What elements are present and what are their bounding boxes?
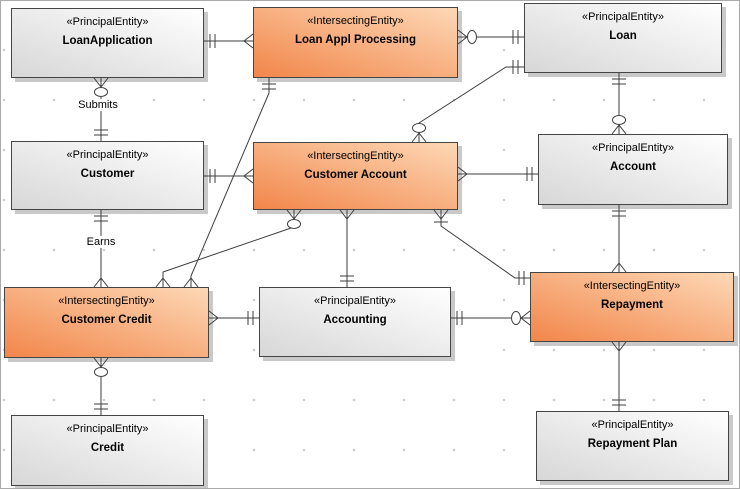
entity-loan[interactable]: «PrincipalEntity» Loan [524,3,722,73]
connector-customercredit-credit[interactable] [93,357,109,415]
entity-name: Loan [609,30,637,42]
entity-stereotype: «PrincipalEntity» [314,295,396,307]
entity-name: Repayment [601,299,663,311]
entity-stereotype: «IntersectingEntity» [307,15,404,27]
entity-customer[interactable]: «PrincipalEntity» Customer [11,141,204,210]
entity-account[interactable]: «PrincipalEntity» Account [538,134,728,205]
connector-customeraccount-accounting[interactable] [339,209,355,287]
entity-name: Repayment Plan [587,438,678,450]
connector-repayment-repaymentplan[interactable] [611,341,627,411]
entity-stereotype: «IntersectingEntity» [58,295,155,307]
entity-name: Accounting [323,314,387,326]
entity-loanapplprocessing[interactable]: «IntersectingEntity» Loan Appl Processing [253,7,458,78]
connector-customer-customercredit[interactable] [93,210,109,288]
connector-loanapplprocessing-loan[interactable] [457,29,524,45]
entity-credit[interactable]: «PrincipalEntity» Credit [11,415,204,486]
connector-loanapplication-loanapplprocessing[interactable] [204,33,254,49]
connector-customeraccount-account[interactable] [457,166,538,182]
connector-customercredit-accounting[interactable] [208,310,259,326]
entity-customercredit[interactable]: «IntersectingEntity» Customer Credit [4,287,209,358]
entity-repayment[interactable]: «IntersectingEntity» Repayment [530,272,734,342]
connector-customeraccount-repayment[interactable] [433,209,530,285]
entity-stereotype: «PrincipalEntity» [591,419,674,431]
connector-accounting-repayment[interactable] [451,310,531,326]
connector-label-loanapplication-customer: Submits [75,99,121,111]
entity-stereotype: «IntersectingEntity» [583,280,681,292]
entity-name: Customer Credit [61,314,152,326]
entity-name: LoanApplication [62,35,153,47]
entity-name: Credit [90,442,125,454]
connector-customeraccount-customercredit[interactable] [155,209,302,288]
entity-name: Customer [80,168,135,180]
entity-repaymentplan[interactable]: «PrincipalEntity» Repayment Plan [536,411,729,481]
entity-loanapplication[interactable]: «PrincipalEntity» LoanApplication [11,8,204,78]
entity-stereotype: «PrincipalEntity» [582,11,664,23]
entity-name: Account [610,161,656,173]
connector-loan-account[interactable] [611,73,627,135]
connector-account-repayment[interactable] [611,205,627,273]
entity-stereotype: «PrincipalEntity» [66,423,149,435]
entity-stereotype: «PrincipalEntity» [66,16,149,28]
entity-name: Customer Account [304,169,407,181]
connector-customer-customeraccount[interactable] [204,168,254,184]
entity-name: Loan Appl Processing [295,34,416,46]
entity-stereotype: «PrincipalEntity» [66,149,149,161]
entity-stereotype: «PrincipalEntity» [592,142,674,154]
entity-customeraccount[interactable]: «IntersectingEntity» Customer Account [253,142,458,210]
entity-stereotype: «IntersectingEntity» [307,150,404,162]
entity-accounting[interactable]: «PrincipalEntity» Accounting [259,287,451,357]
connector-label-customer-customercredit: Earns [83,236,119,248]
